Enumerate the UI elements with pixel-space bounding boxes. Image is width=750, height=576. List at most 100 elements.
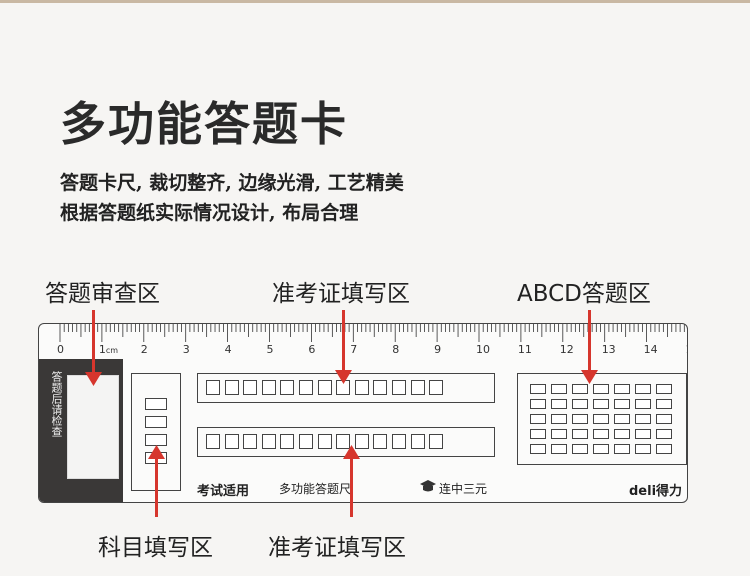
- label-ticket-zone-bottom: 准考证填写区: [268, 535, 406, 561]
- sidebar-text: 答题后请检查: [50, 371, 63, 437]
- arrow-abcd: [588, 310, 591, 376]
- top-divider: [0, 0, 750, 3]
- graduation-cap-icon: [420, 480, 436, 492]
- ticket-cell: [261, 434, 276, 449]
- abcd-cell: [656, 414, 672, 424]
- ruler-number: 12: [559, 343, 574, 356]
- ticket-cell: [392, 380, 406, 395]
- subject-cell: [145, 434, 167, 446]
- ticket-cell: [354, 434, 369, 449]
- description-line-2: 根据答题纸实际情况设计, 布局合理: [60, 202, 359, 224]
- ticket-cell: [224, 434, 239, 449]
- abcd-cell: [530, 444, 546, 454]
- arrow-head-ticket-top: [335, 370, 352, 384]
- ruler-number: 1cm: [98, 343, 119, 356]
- abcd-cell: [635, 399, 651, 409]
- ticket-cell: [429, 434, 444, 449]
- arrow-head-abcd: [581, 370, 598, 384]
- abcd-cell: [530, 384, 546, 394]
- subject-cell: [145, 416, 167, 428]
- abcd-cell: [551, 399, 567, 409]
- abcd-cell: [614, 429, 630, 439]
- ticket-cell: [317, 434, 332, 449]
- abcd-cell: [572, 429, 588, 439]
- abcd-cell: [635, 414, 651, 424]
- ruler-number: 5: [266, 343, 274, 356]
- abcd-cell: [551, 444, 567, 454]
- ruler-number: 13: [601, 343, 616, 356]
- ticket-cell: [224, 380, 239, 395]
- abcd-cell: [572, 399, 588, 409]
- ticket-cell: [243, 380, 258, 395]
- description-line-1: 答题卡尺, 裁切整齐, 边缘光滑, 工艺精美: [60, 172, 404, 194]
- abcd-cell: [635, 429, 651, 439]
- arrow-ticket-bottom: [350, 455, 353, 517]
- footer-product-text: 多功能答题尺: [279, 482, 352, 496]
- abcd-area: [517, 373, 687, 465]
- abcd-cell: [593, 414, 609, 424]
- abcd-cell: [551, 384, 567, 394]
- ruler-number: 6: [308, 343, 316, 356]
- review-window: [67, 375, 119, 479]
- ticket-cell: [317, 380, 332, 395]
- abcd-cell: [656, 444, 672, 454]
- ruler-number: 3: [182, 343, 190, 356]
- label-abcd-zone: ABCD答题区: [517, 281, 651, 307]
- ticket-cell: [373, 380, 388, 395]
- abcd-cell: [656, 384, 672, 394]
- abcd-cell: [572, 414, 588, 424]
- arrow-review: [92, 310, 95, 380]
- ticket-cell: [429, 380, 444, 395]
- arrow-subject: [155, 455, 158, 517]
- ticket-cell: [299, 380, 313, 395]
- ruler-number: 14: [643, 343, 658, 356]
- abcd-cell: [593, 399, 609, 409]
- ruler-number: 0: [57, 343, 64, 356]
- ruler-number: 10: [476, 343, 490, 356]
- arrow-ticket-top: [342, 310, 345, 376]
- ticket-cell: [336, 434, 351, 449]
- abcd-cell: [530, 414, 546, 424]
- abcd-cell: [614, 414, 630, 424]
- ticket-cell: [280, 380, 295, 395]
- label-review-zone: 答题审查区: [45, 281, 160, 307]
- abcd-cell: [614, 399, 630, 409]
- ticket-cell: [261, 380, 276, 395]
- review-sidebar: 答题后请检查: [39, 359, 123, 502]
- ticket-cell: [392, 434, 406, 449]
- ruler-number: 11: [517, 343, 532, 356]
- ruler-number: 8: [392, 343, 400, 356]
- ruler-number: 9: [434, 343, 442, 356]
- abcd-cell: [593, 384, 609, 394]
- abcd-cell: [572, 384, 588, 394]
- answer-card-ruler: 01cm23456789101112131415 答题后请检查 考试适用 多功能…: [38, 323, 688, 503]
- arrow-head-ticket-bottom: [343, 445, 360, 459]
- ticket-box-bottom: [197, 427, 495, 457]
- ticket-cell: [243, 434, 258, 449]
- abcd-cell: [593, 444, 609, 454]
- abcd-cell: [614, 384, 630, 394]
- ticket-cell: [410, 434, 425, 449]
- arrow-head-subject: [148, 445, 165, 459]
- abcd-cell: [635, 384, 651, 394]
- abcd-cell: [530, 429, 546, 439]
- ruler-unit: cm: [105, 346, 119, 355]
- ticket-cell: [373, 434, 388, 449]
- ticket-cell: [410, 380, 425, 395]
- ticket-cell: [206, 380, 220, 395]
- abcd-cell: [593, 429, 609, 439]
- page-title: 多功能答题卡: [60, 97, 348, 151]
- ruler-number: 15: [686, 343, 688, 356]
- abcd-cell: [551, 414, 567, 424]
- ticket-cell: [280, 434, 295, 449]
- ruler-number: 2: [140, 343, 148, 356]
- ticket-cell: [299, 434, 313, 449]
- deli-logo: deli得力: [629, 484, 683, 499]
- ticket-cell: [354, 380, 369, 395]
- arrow-head-review: [85, 372, 102, 386]
- abcd-cell: [551, 429, 567, 439]
- ticket-cell: [206, 434, 220, 449]
- abcd-cell: [572, 444, 588, 454]
- abcd-cell: [635, 444, 651, 454]
- abcd-cell: [656, 429, 672, 439]
